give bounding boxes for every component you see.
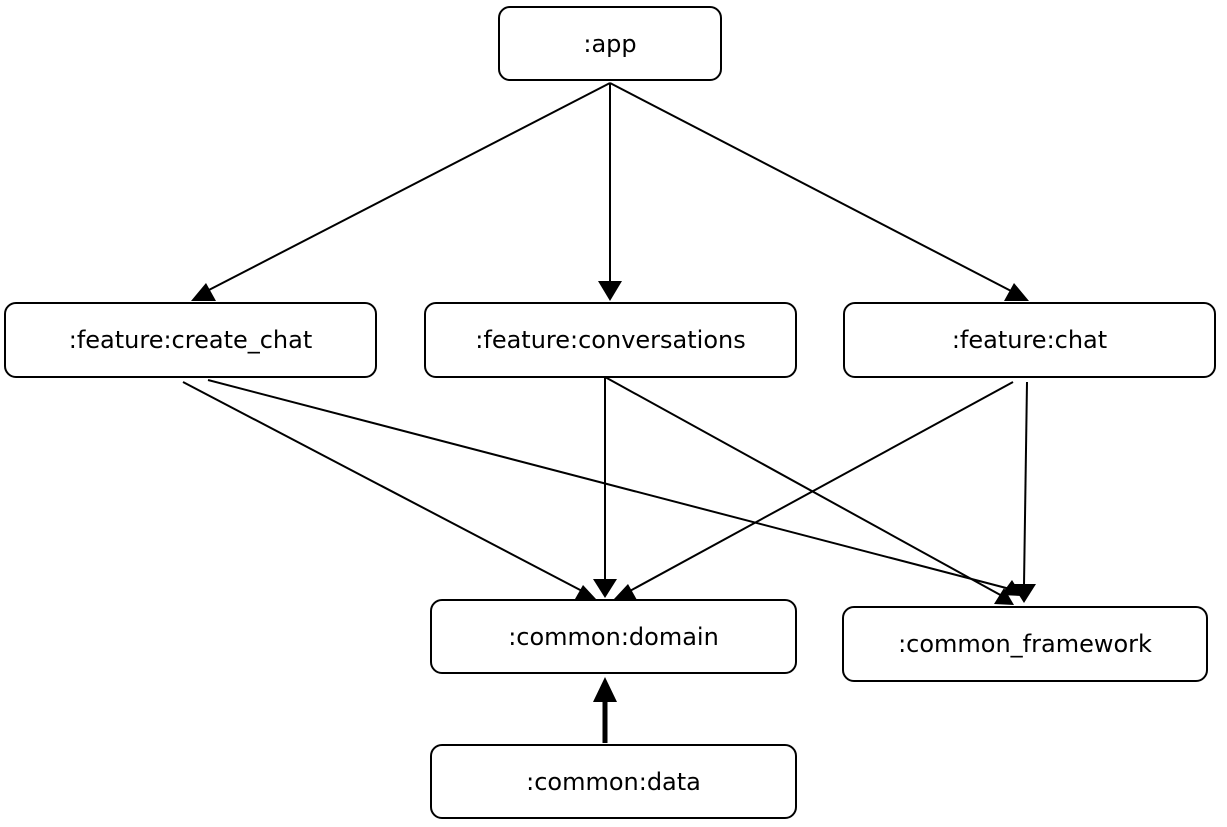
edge-conversations-to-domain	[593, 377, 617, 598]
node-feature-chat: :feature:chat	[843, 302, 1216, 378]
edge-create-chat-to-framework	[207, 379, 1022, 596]
edge-chat-to-framework	[1012, 381, 1036, 603]
node-feature-create-chat: :feature:create_chat	[4, 302, 377, 378]
edge-conversations-to-framework	[604, 376, 1014, 605]
node-feature-conversations: :feature:conversations	[424, 302, 797, 378]
node-feature-chat-label: :feature:chat	[951, 326, 1108, 354]
node-app-label: :app	[583, 29, 637, 58]
node-common-framework-label: :common_framework	[898, 630, 1152, 658]
node-common-domain: :common:domain	[430, 599, 797, 674]
node-app: :app	[498, 6, 722, 81]
node-feature-create-chat-label: :feature:create_chat	[68, 326, 313, 354]
edge-data-to-domain	[593, 677, 617, 743]
edge-app-to-create-chat	[191, 82, 611, 301]
node-common-data: :common:data	[430, 744, 797, 819]
edge-app-to-chat	[609, 82, 1029, 301]
edge-chat-to-domain	[614, 381, 1014, 600]
edge-app-to-conversations	[598, 83, 622, 301]
edge-create-chat-to-domain	[182, 381, 596, 599]
node-common-framework: :common_framework	[842, 606, 1208, 682]
node-feature-conversations-label: :feature:conversations	[475, 326, 746, 354]
node-common-data-label: :common:data	[526, 767, 701, 796]
node-common-domain-label: :common:domain	[508, 622, 719, 651]
